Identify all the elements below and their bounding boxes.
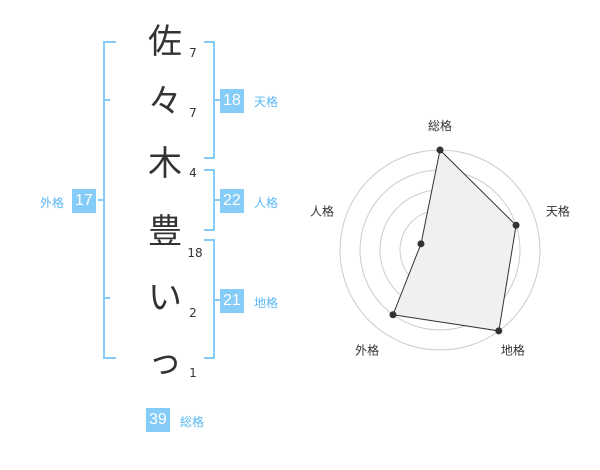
- name-char: い: [148, 278, 182, 318]
- name-char: 々: [148, 82, 182, 122]
- name-char: っ: [148, 342, 182, 382]
- radar-point: [495, 327, 503, 335]
- tenkaku-label: 天格: [254, 95, 279, 109]
- stroke-count: 2: [189, 306, 197, 320]
- tenkaku-value-badge: 18: [220, 89, 244, 113]
- radar-point: [389, 311, 397, 319]
- stroke-count: 1: [189, 366, 197, 380]
- radar-series-area: [392, 148, 517, 332]
- radar-axis-label: 天格: [546, 204, 570, 219]
- stroke-count: 4: [189, 166, 197, 180]
- radar-point: [417, 240, 425, 248]
- jinkaku-label: 人格: [254, 196, 279, 210]
- chikaku-label: 地格: [254, 296, 279, 310]
- radar-axis-label: 地格: [501, 342, 525, 357]
- gaikaku-value-badge: 17: [72, 189, 96, 213]
- name-char: 佐: [148, 22, 182, 62]
- chikaku-value-badge: 21: [220, 289, 244, 313]
- radar-point: [436, 146, 444, 154]
- jinkaku-value-badge: 22: [220, 189, 244, 213]
- soukaku-label: 総格: [180, 415, 205, 429]
- name-char: 木: [148, 144, 182, 184]
- radar-points: [389, 146, 520, 335]
- name-char: 豊: [148, 212, 182, 252]
- gaikaku-label: 外格: [40, 196, 65, 210]
- stroke-count: 7: [189, 46, 197, 60]
- radar-point: [512, 221, 520, 229]
- radar-axis-label: 外格: [355, 342, 379, 357]
- radar-axis-label: 人格: [310, 204, 334, 219]
- radar-axis-label: 総格: [428, 118, 452, 133]
- stroke-count: 18: [187, 246, 203, 260]
- stroke-count: 7: [189, 106, 197, 120]
- soukaku-value-badge: 39: [146, 408, 170, 432]
